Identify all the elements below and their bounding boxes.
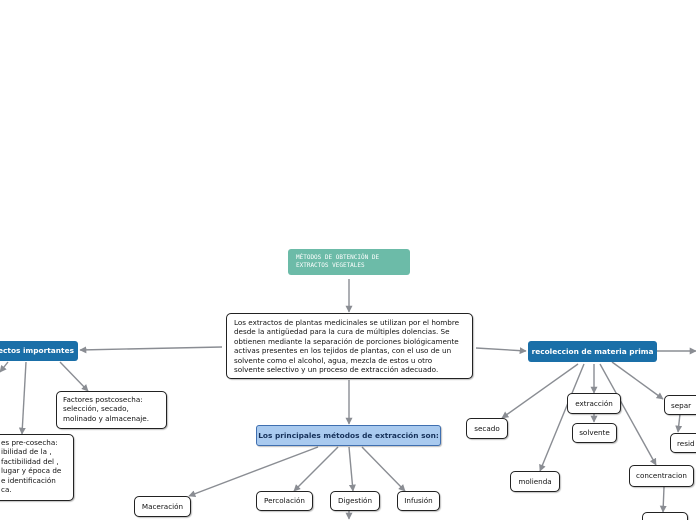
edge-right-secado — [501, 363, 579, 419]
edge-methods-infusion — [361, 446, 406, 492]
edge-right-molienda — [539, 363, 585, 472]
resid-node[interactable]: resid — [670, 433, 696, 453]
precosecha-node[interactable]: es pre-cosecha: ibilidad de la , factibi… — [0, 434, 74, 501]
secado-node[interactable]: secado — [466, 418, 508, 439]
edge-methods-percolacion — [293, 446, 339, 492]
center-node[interactable]: Los extractos de plantas medicinales se … — [226, 313, 473, 379]
edge-separ-resid — [675, 413, 683, 433]
right-branch-node[interactable]: recoleccion de materia prima — [528, 341, 657, 362]
edge-left-precosecha — [18, 361, 27, 435]
edge-left-postcosecha — [59, 361, 89, 392]
infusion-node[interactable]: Infusión — [397, 491, 440, 511]
concentracion-node[interactable]: concentracion — [629, 465, 694, 487]
edge-methods-digestion — [348, 446, 356, 492]
maceracion-node[interactable]: Maceración — [134, 496, 191, 517]
edge-left-offscreen — [0, 361, 9, 373]
digestion-node[interactable]: Digestión — [330, 491, 380, 511]
edge-concentracion-offscreen — [659, 486, 667, 513]
separ-node[interactable]: separ — [664, 395, 696, 415]
edge-right-concentracion — [599, 363, 657, 466]
offscreen-node[interactable] — [642, 512, 688, 520]
methods-node[interactable]: Los principales métodos de extracción so… — [256, 425, 441, 446]
extraccion-node[interactable]: extracción — [567, 393, 621, 414]
left-branch-node[interactable]: ectos importantes — [0, 341, 78, 361]
edge-center-left — [79, 346, 223, 354]
title-node[interactable]: MÉTODOS DE OBTENCIÓN DE EXTRACTOS VEGETA… — [288, 249, 410, 275]
edge-methods-maceracion — [188, 446, 319, 498]
postcosecha-node[interactable]: Factores postcosecha: selección, secado,… — [56, 391, 167, 429]
edge-center-right — [475, 347, 527, 355]
edge-right-separ — [611, 361, 664, 400]
solvente-node[interactable]: solvente — [572, 423, 617, 443]
molienda-node[interactable]: molienda — [510, 471, 560, 492]
percolacion-node[interactable]: Percolación — [256, 491, 313, 511]
